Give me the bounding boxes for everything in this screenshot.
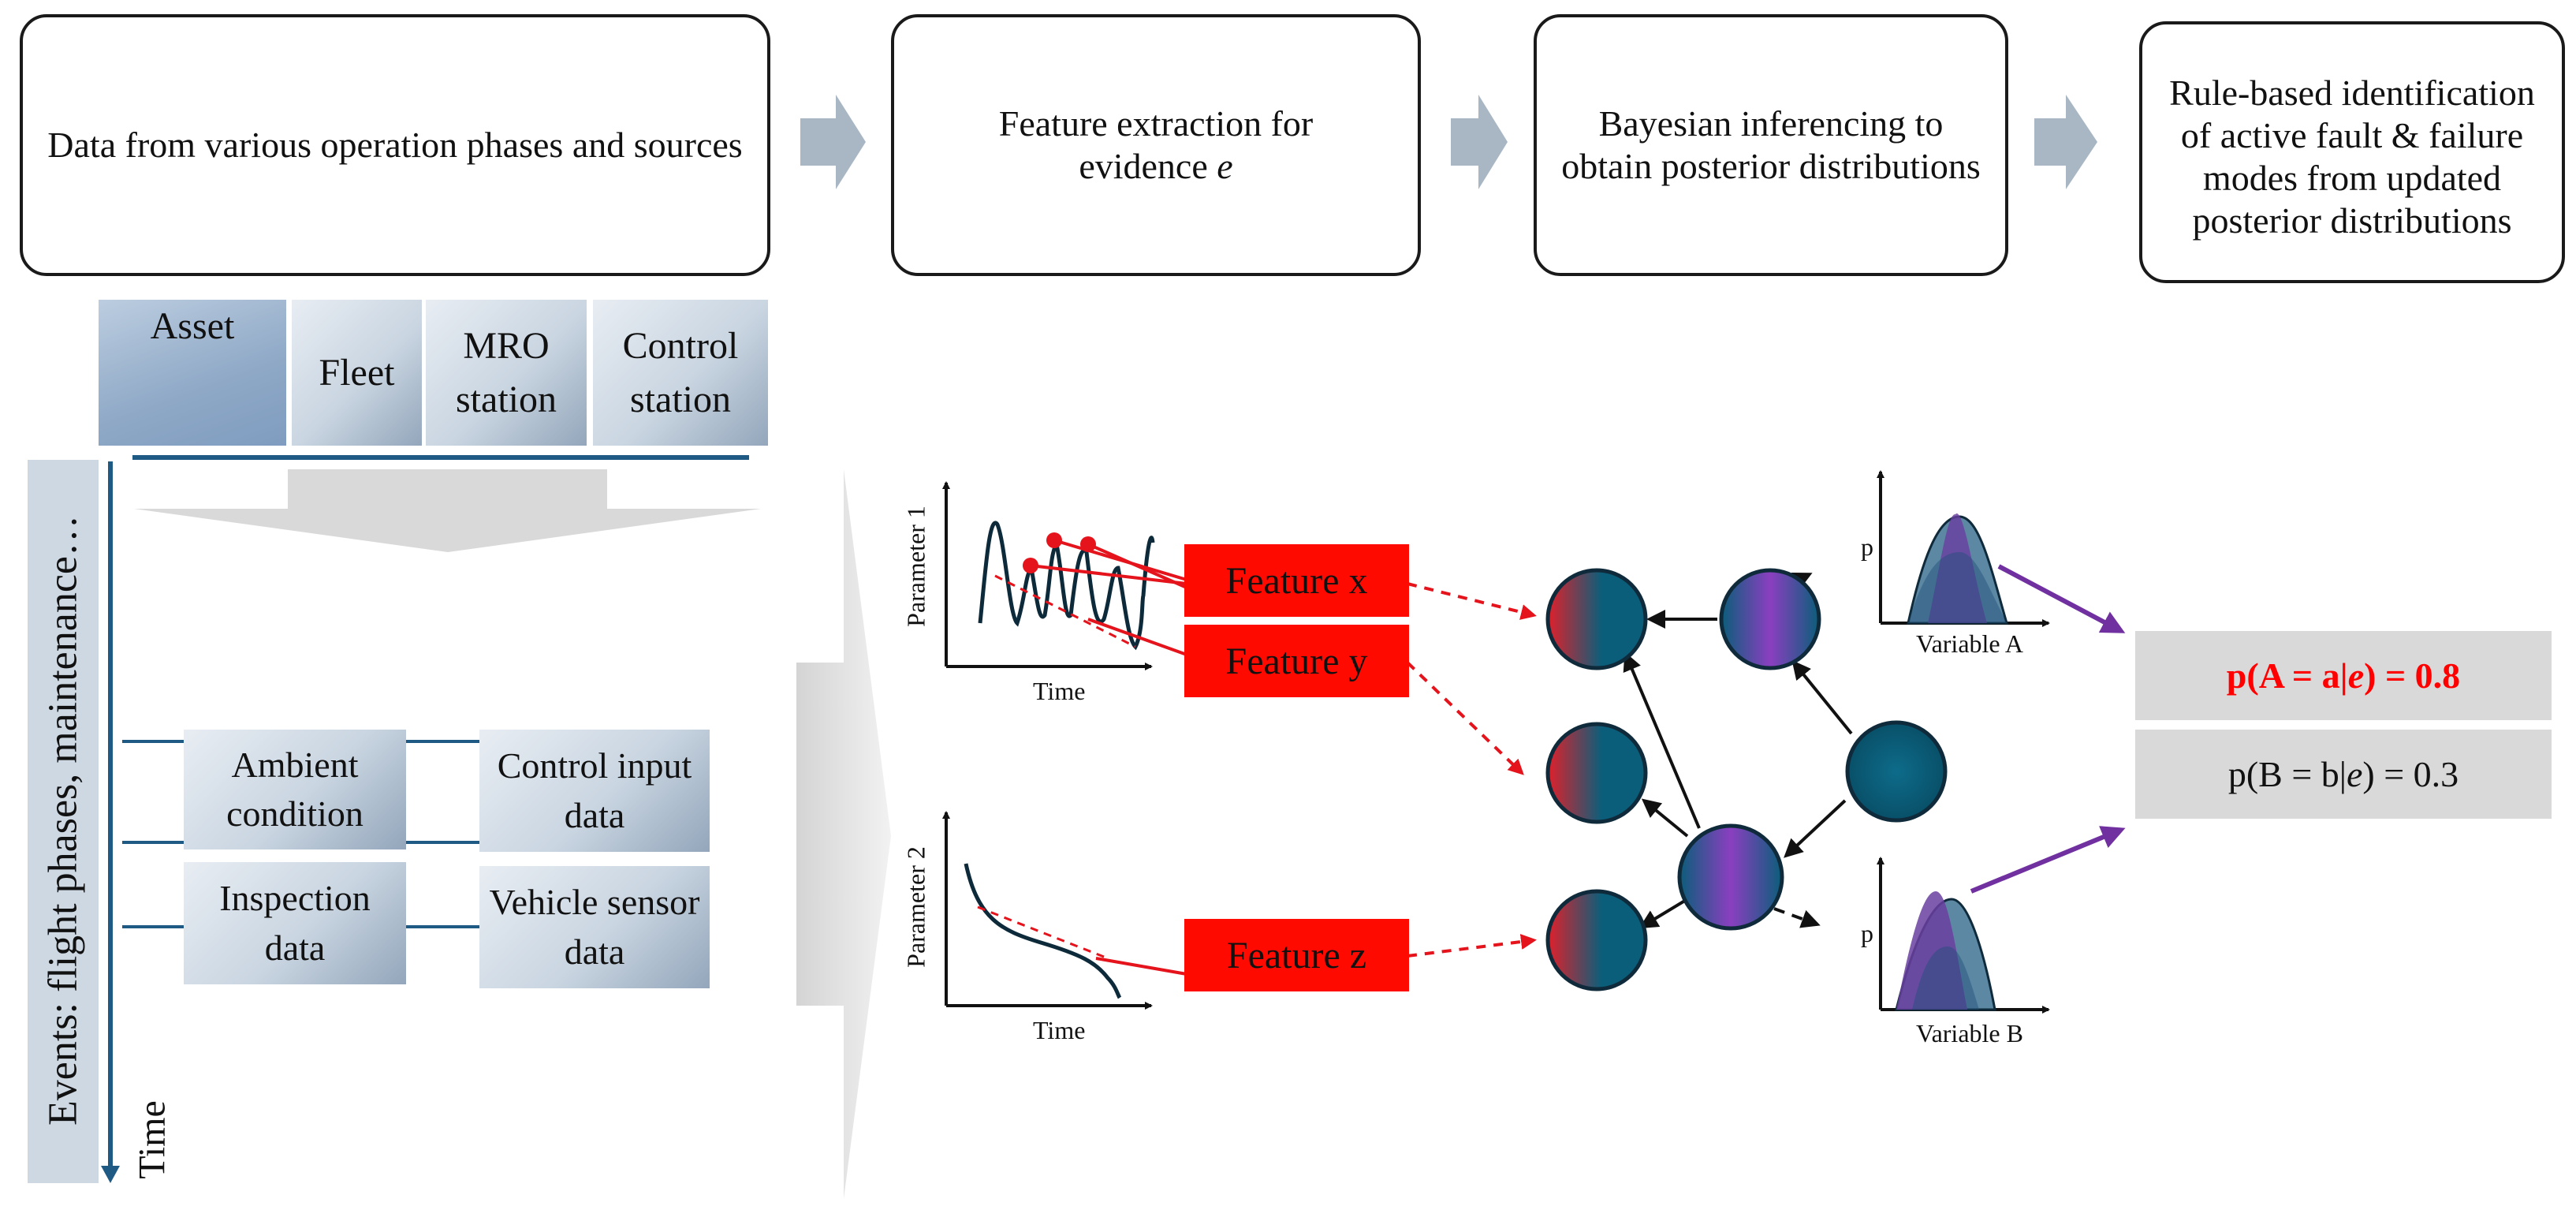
node-6 (1545, 889, 1648, 991)
plot1-ylabel: Parameter 1 (901, 506, 930, 627)
purple-arrow-a (1997, 564, 2126, 633)
source-mro-label: MRO station (456, 325, 557, 420)
result-b-text: p(B = b|e) = 0.3 (2227, 754, 2459, 794)
node-2 (1719, 568, 1821, 670)
result-a: p(A = a|e) = 0.8 (2135, 631, 2552, 720)
step-box-feature-extraction: Feature extraction for evidence e (891, 14, 1421, 276)
posterior-a-ylabel: p (1861, 532, 1873, 561)
node-3 (1545, 722, 1648, 824)
source-mro: MRO station (426, 300, 587, 446)
feature-x-box: Feature x (1184, 544, 1409, 617)
step-box-data: Data from various operation phases and s… (20, 14, 770, 276)
purple-arrow-b (1970, 826, 2126, 894)
step-feature-text: Feature extraction for evidence e (998, 103, 1314, 186)
plot2-xlabel: Time (1033, 1016, 1086, 1044)
data-control-input: Control input data (479, 730, 710, 852)
feature-y-box: Feature y (1184, 625, 1409, 697)
node-5 (1677, 823, 1784, 931)
step-box-bayesian: Bayesian inferencing to obtain posterior… (1534, 14, 2008, 276)
step-arrow-1 (800, 95, 866, 189)
plot1-xlabel: Time (1033, 677, 1086, 705)
source-asset-label: Asset (150, 305, 235, 347)
step-bayesian-text: Bayesian inferencing to obtain posterior… (1561, 103, 1981, 186)
step-data-text: Data from various operation phases and s… (47, 125, 743, 166)
node-4 (1845, 720, 1948, 823)
data-ambient-condition: Ambient condition (184, 730, 406, 849)
feature-z-box: Feature z (1184, 919, 1409, 991)
plot2-signal (964, 863, 1122, 999)
source-asset: Asset (99, 300, 286, 446)
timeline-bar (28, 460, 99, 1183)
plot1-axes (942, 481, 1153, 670)
source-control-station: Control station (593, 300, 768, 446)
data-inspection: Inspection data (184, 862, 406, 984)
posterior-a-plot (1877, 470, 2050, 627)
step-arrow-3 (2034, 95, 2097, 189)
plot2-axes (942, 811, 1153, 1010)
funnel-arrow (796, 469, 891, 1199)
step-box-rules: Rule-based identification of active faul… (2139, 21, 2565, 283)
source-fleet: Fleet (292, 300, 422, 446)
posterior-b-plot (1877, 857, 2050, 1014)
posterior-b-xlabel: Variable B (1916, 1019, 2023, 1047)
gather-arrow (134, 469, 761, 552)
timeline-events-label: Events: flight phases, maintenance… (40, 514, 86, 1126)
plot2-ylabel: Parameter 2 (901, 846, 930, 968)
posterior-a-xlabel: Variable A (1916, 629, 2023, 658)
result-b: p(B = b|e) = 0.3 (2135, 730, 2552, 819)
data-vehicle-sensor: Vehicle sensor data (479, 866, 710, 988)
timeline-time-label: Time (131, 1100, 173, 1179)
source-fleet-label: Fleet (319, 351, 395, 394)
step-arrow-2 (1451, 95, 1508, 189)
posterior-b-ylabel: p (1861, 919, 1873, 947)
plot1-signal (978, 521, 1155, 651)
node-1 (1545, 568, 1648, 670)
source-control-label: Control station (622, 325, 739, 420)
step-rules-text: Rule-based identification of active faul… (2169, 73, 2535, 241)
result-a-text: p(A = a|e) = 0.8 (2226, 655, 2461, 696)
